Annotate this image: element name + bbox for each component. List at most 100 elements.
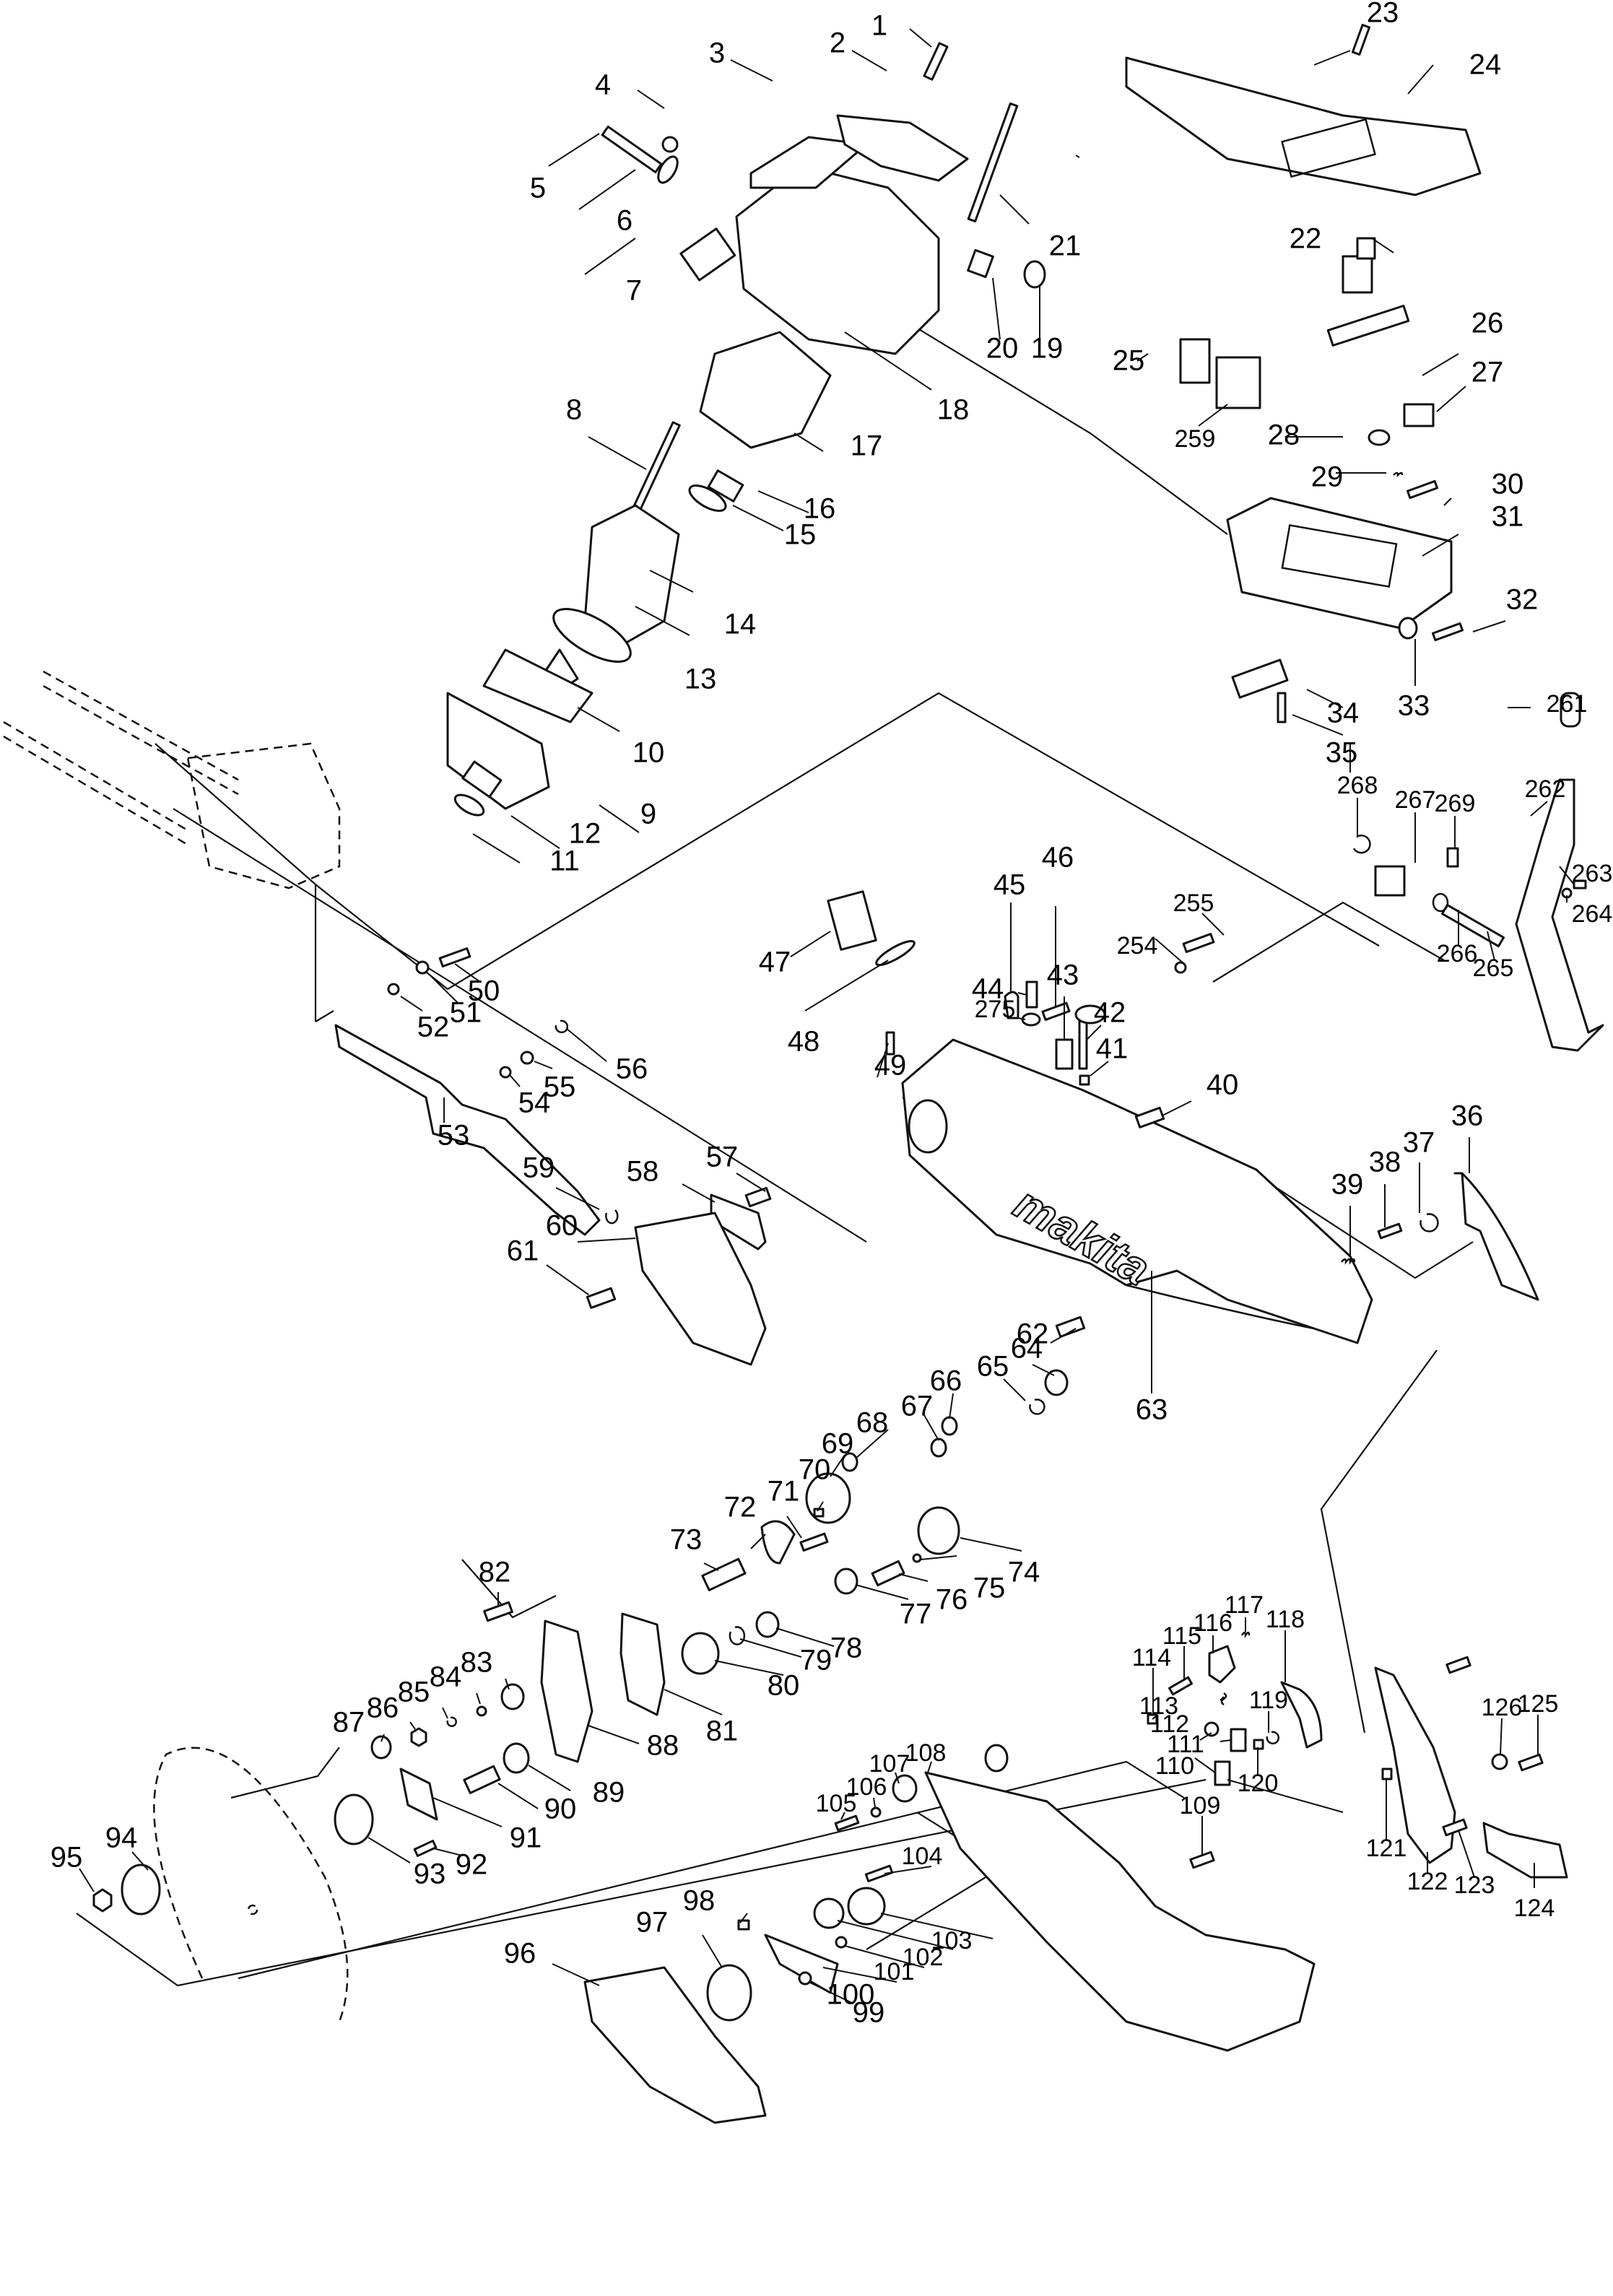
callout-125: 125 (1518, 1690, 1559, 1718)
part-sleeve-97 (706, 1964, 752, 2022)
part-ring-37 (1419, 1213, 1439, 1232)
callout-96: 96 (504, 1938, 536, 1970)
part-clamp-45 (1004, 991, 1019, 1019)
callout-26: 26 (1471, 308, 1504, 339)
callout-102: 102 (903, 1944, 944, 1971)
part-long-screw-21 (967, 102, 1019, 223)
part-outer-flange-94 (121, 1864, 161, 1915)
phantom-blade-arbor (247, 1904, 258, 1915)
part-bearing-78 (755, 1611, 780, 1638)
part-bearing-box-9 (446, 692, 550, 810)
callout-91: 91 (510, 1822, 542, 1854)
part-gear-80 (681, 1632, 720, 1675)
callout-30: 30 (1492, 469, 1524, 500)
part-cover-27 (1403, 403, 1435, 427)
callout-119: 119 (1249, 1687, 1288, 1714)
part-baffle-10 (482, 648, 594, 723)
callout-3: 3 (709, 38, 725, 69)
callout-114: 114 (1132, 1644, 1171, 1671)
phantom-saw-blade (153, 1747, 349, 2022)
part-retaining-ring-268 (1352, 834, 1371, 854)
part-roller-bearing (984, 1744, 1009, 1773)
part-torsion-spring-113 (1220, 1692, 1227, 1706)
callout-37: 37 (1403, 1127, 1435, 1159)
callout-265: 265 (1473, 955, 1514, 982)
part-block-98 (737, 1919, 750, 1931)
callout-5: 5 (530, 173, 546, 204)
part-switch-lever-22 (1356, 237, 1376, 260)
part-fan-13 (552, 608, 632, 663)
part-switch-22 (1342, 255, 1373, 294)
parts: makita (3, 23, 1604, 2124)
part-pin-5 (601, 125, 663, 174)
callout-268: 268 (1337, 772, 1378, 799)
part-screw-99 (798, 1971, 812, 1986)
callout-89: 89 (593, 1777, 625, 1809)
assembly-line-cover-plate (1270, 1183, 1474, 1279)
callout-259: 259 (1175, 425, 1216, 453)
callout-111: 111 (1167, 1731, 1204, 1758)
part-brush-holder-20 (967, 248, 994, 279)
assembly-line-armature-to-case (447, 692, 1380, 990)
callout-109: 109 (1180, 1792, 1221, 1819)
part-washer-66 (941, 1416, 958, 1436)
callout-87: 87 (333, 1707, 365, 1739)
callout-84: 84 (430, 1661, 462, 1693)
callout-66: 66 (930, 1365, 962, 1397)
part-screw-269 (1446, 847, 1459, 868)
part-cover-plate-100 (764, 1934, 839, 1994)
callout-81: 81 (706, 1716, 739, 1747)
callout-79: 79 (800, 1645, 832, 1677)
part-bearing-89 (503, 1742, 530, 1774)
part-lock-lever-262 (1515, 778, 1604, 1052)
part-bearing-16 (707, 469, 744, 503)
part-label-plate-7 (679, 227, 736, 282)
callout-42: 42 (1094, 997, 1126, 1029)
part-link-plate-122 (1374, 1666, 1456, 1864)
part-screw-46 (1041, 1001, 1071, 1021)
part-sensor-118 (1280, 1681, 1323, 1749)
part-washer-84 (476, 1705, 487, 1717)
callout-113: 113 (1139, 1692, 1178, 1720)
part-retaining-ring-11 (453, 793, 485, 817)
part-ring-56 (555, 1019, 569, 1034)
part-screw-30 (1406, 479, 1439, 500)
callout-78: 78 (830, 1632, 863, 1664)
part-screw-109 (1189, 1851, 1215, 1869)
part-screw-104 (864, 1864, 894, 1883)
part-helical-gear-74 (917, 1506, 960, 1555)
part-screw-23 (1351, 23, 1371, 56)
callout-54: 54 (518, 1087, 551, 1119)
callout-14: 14 (724, 609, 757, 640)
callout-63: 63 (1136, 1394, 1168, 1426)
part-washer-55 (520, 1051, 534, 1065)
callout-43: 43 (1047, 960, 1079, 991)
part-washer-68 (841, 1452, 858, 1472)
callout-95: 95 (51, 1842, 83, 1874)
callout-65: 65 (977, 1351, 1009, 1383)
callout-70: 70 (799, 1454, 831, 1486)
part-screw-255 (1182, 933, 1215, 953)
callout-275: 275 (975, 996, 1016, 1023)
part-terminal-259 (1215, 356, 1261, 409)
part-spring-39 (1341, 1258, 1356, 1265)
callout-67: 67 (901, 1391, 934, 1422)
part-bearing-retainer-72 (760, 1520, 796, 1565)
part-link-arm-53 (334, 1024, 601, 1236)
part-blade-case-hub (908, 1099, 948, 1154)
part-ball-bearing-12 (461, 760, 503, 799)
callout-1: 1 (871, 10, 887, 42)
part-bearing-15 (688, 484, 727, 512)
callout-126: 126 (1482, 1694, 1523, 1721)
callout-58: 58 (627, 1156, 659, 1188)
callout-124: 124 (1514, 1895, 1555, 1922)
assembly-line-gear-cover (230, 1747, 340, 1799)
callout-16: 16 (804, 493, 836, 525)
callout-121: 121 (1366, 1835, 1407, 1862)
callout-33: 33 (1398, 690, 1430, 722)
callout-57: 57 (706, 1142, 739, 1173)
part-spring-117 (1240, 1631, 1251, 1639)
part-washer-126 (1491, 1753, 1508, 1770)
part-field-17 (699, 331, 832, 449)
